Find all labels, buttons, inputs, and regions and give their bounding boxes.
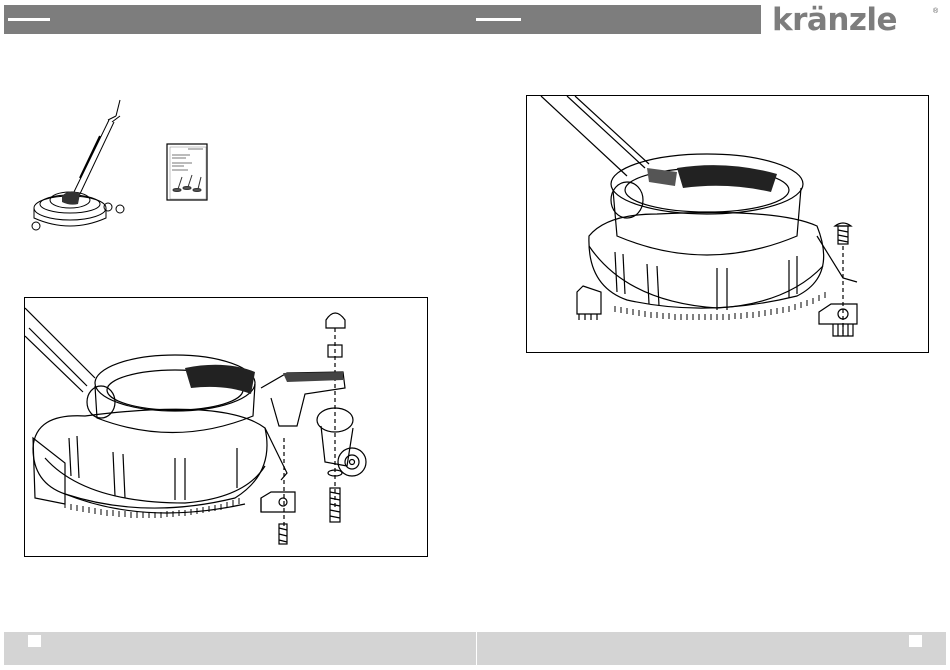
footer-marker-left: [28, 635, 41, 647]
logo-text: kränzle: [772, 0, 897, 40]
manual-booklet-icon: [166, 143, 208, 201]
registered-mark: ®: [933, 8, 938, 15]
header-dash-left: [8, 18, 50, 21]
footer-divider: [476, 632, 477, 665]
footer-marker-right: [909, 635, 922, 647]
brand-logo: kränzle ®: [772, 6, 942, 36]
surface-cleaner-icon: [20, 96, 140, 236]
castor-wheel-assembly-diagram: [24, 297, 428, 557]
castor-removal-diagram: [526, 95, 929, 353]
header-bar: [4, 5, 761, 34]
header-dash-right: [476, 18, 521, 21]
footer-bar: [4, 632, 946, 665]
